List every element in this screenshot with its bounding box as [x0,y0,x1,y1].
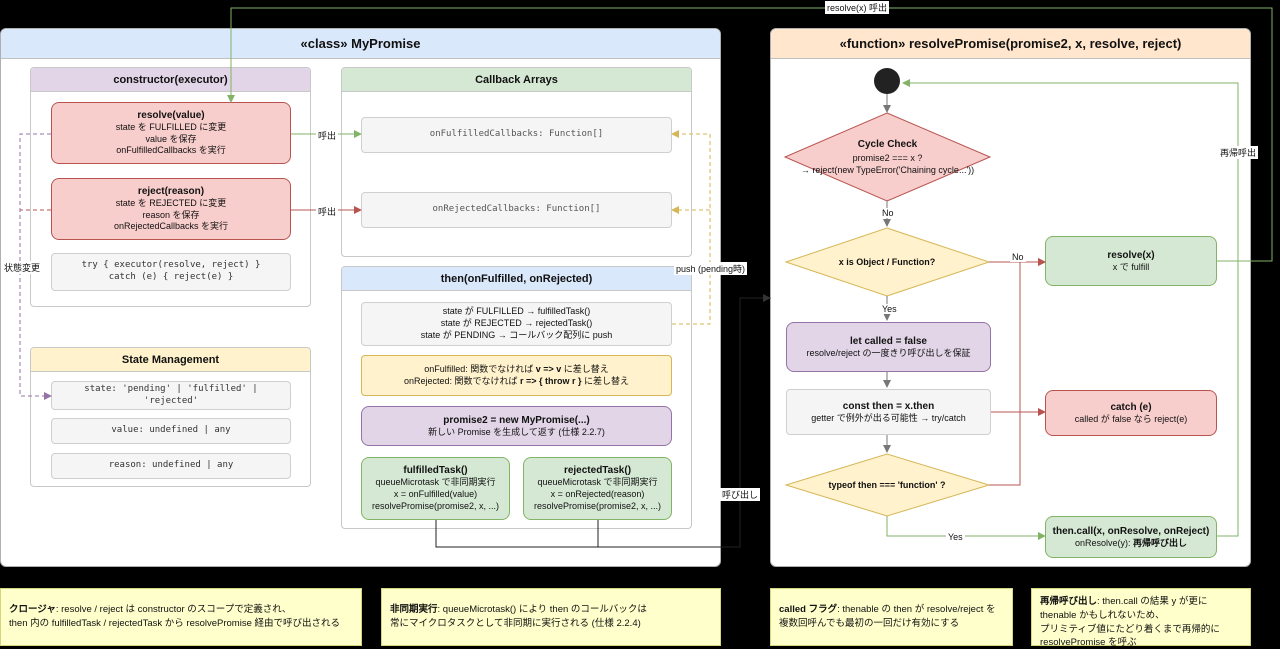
note-async: 非同期実行: queueMicrotask() により then のコールバック… [381,588,721,646]
label-call-1: 呼出 [316,129,339,142]
then-defaults-box: onFulfilled: 関数でなければ v => v に差し替え onReje… [361,355,672,396]
label-recursive: 再帰呼出 [1218,146,1259,159]
fulfilled-task-box: fulfilledTask() queueMicrotask で非同期実行 x … [361,457,510,520]
const-then-box: const then = x.then getter で例外が出る可能性 → t… [786,389,991,435]
on-fulfilled-callbacks: onFulfilledCallbacks: Function[] [361,117,672,153]
resolve-x-box: resolve(x) x で fulfill [1045,236,1217,286]
cycle-check-text: Cycle Check promise2 === x ? → reject(ne… [800,139,975,175]
constructor-title: constructor(executor) [31,68,310,92]
note-recursive: 再帰呼び出し: then.call の結果 y が更に thenable かもし… [1031,588,1251,648]
callback-arrays-title: Callback Arrays [342,68,691,92]
then-dispatch-box: state が FULFILLED → fulfilledTask() stat… [361,302,672,346]
reason-field: reason: undefined | any [51,453,291,479]
callback-arrays-panel: Callback Arrays [341,67,692,257]
try-catch-box: try { executor(resolve, reject) } catch … [51,253,291,291]
label-resolve-call: resolve(x) 呼出 [825,1,890,14]
label-no-2: No [1010,252,1026,262]
label-yes-1: Yes [880,304,899,314]
is-object-text: x is Object / Function? [838,256,936,267]
label-call-2: 呼出 [316,205,339,218]
catch-e-box: catch (e) called が false なら reject(e) [1045,390,1217,436]
state-management-title: State Management [31,348,310,372]
label-no-1: No [880,208,896,218]
called-flag-box: let called = false resolve/reject の一度きり呼… [786,322,991,372]
label-invoke: 呼び出し [720,488,761,501]
then-call-box: then.call(x, onResolve, onReject) onReso… [1045,516,1217,558]
note-closure: クロージャ: resolve / reject は constructor のス… [0,588,362,646]
mypromise-title: «class» MyPromise [1,29,720,59]
value-field: value: undefined | any [51,418,291,444]
on-rejected-callbacks: onRejectedCallbacks: Function[] [361,192,672,228]
reject-reason-box: reject(reason) state を REJECTED に変更 reas… [51,178,291,240]
then-title: then(onFulfilled, onRejected) [342,267,691,291]
state-field: state: 'pending' | 'fulfilled' | 'reject… [51,381,291,410]
promise2-box: promise2 = new MyPromise(...) 新しい Promis… [361,406,672,446]
note-called-flag: called フラグ: thenable の then が resolve/re… [770,588,1013,646]
label-push-pending: push (pending時) [674,262,748,275]
label-yes-2: Yes [946,532,965,542]
label-state-change: 状態変更 [2,261,43,274]
resolve-promise-title: «function» resolvePromise(promise2, x, r… [771,29,1250,59]
rejected-task-box: rejectedTask() queueMicrotask で非同期実行 x =… [523,457,672,520]
typeof-then-text: typeof then === 'function' ? [828,479,946,490]
resolve-value-box: resolve(value) state を FULFILLED に変更 val… [51,102,291,164]
